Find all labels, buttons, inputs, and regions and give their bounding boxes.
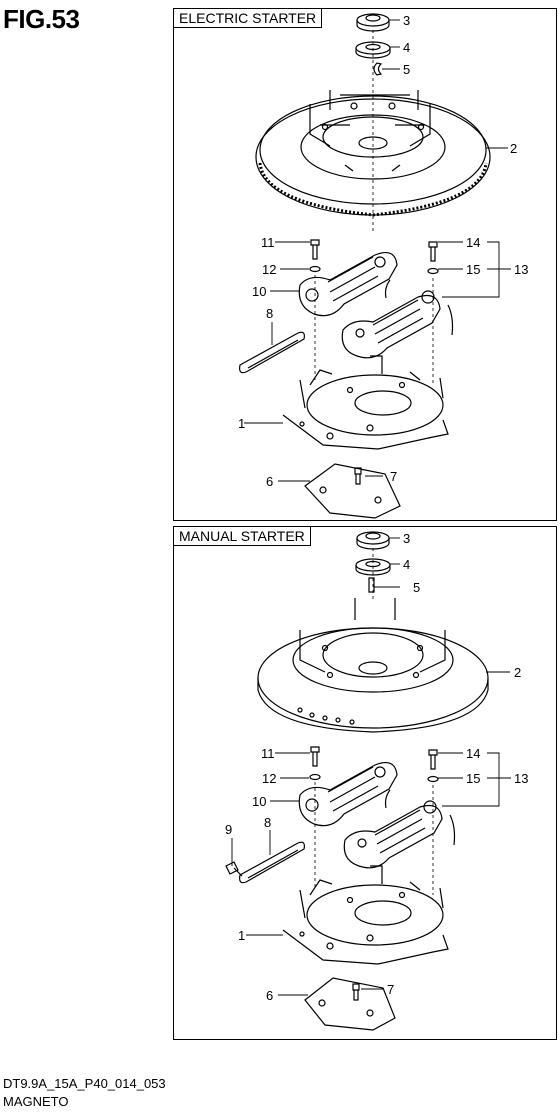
callout-3: 3	[403, 531, 410, 546]
callout-2: 2	[510, 141, 517, 156]
callout-12: 12	[262, 262, 276, 277]
gasket-part	[304, 977, 396, 1031]
callout-14: 14	[466, 746, 480, 761]
callout-9: 9	[225, 822, 232, 837]
coil-part	[298, 252, 398, 317]
callout-11: 11	[261, 235, 275, 250]
callout-1: 1	[238, 928, 245, 943]
callout-5: 5	[403, 62, 410, 77]
nut-part	[356, 531, 390, 550]
callout-7: 7	[390, 469, 397, 484]
manual-starter-label: MANUAL STARTER	[173, 526, 311, 546]
callout-10: 10	[252, 284, 266, 299]
nut-part	[356, 13, 390, 32]
callout-3: 3	[403, 13, 410, 28]
callout-4: 4	[403, 557, 410, 572]
key-part	[368, 577, 375, 593]
callout-11: 11	[261, 746, 275, 761]
footer-code: DT9.9A_15A_P40_014_053	[3, 1076, 166, 1091]
screw-part	[309, 746, 439, 783]
stator-base-part	[282, 355, 449, 450]
callouts-electric: 3 4 5 2 11 14 12 15 13 108 1 7 6	[238, 13, 528, 489]
callout-15: 15	[466, 771, 480, 786]
callout-7: 7	[387, 982, 394, 997]
callout-4: 4	[403, 40, 410, 55]
callout-1: 1	[238, 416, 245, 431]
coil-part	[341, 290, 454, 359]
callout-12: 12	[262, 771, 276, 786]
coil-part	[298, 762, 398, 827]
callout-13: 13	[514, 262, 528, 277]
plate-part	[239, 331, 305, 374]
callout-8: 8	[266, 306, 273, 321]
stator-base-part	[282, 865, 449, 965]
footer-name: MAGNETO	[3, 1094, 69, 1109]
callout-14: 14	[466, 235, 480, 250]
plate-part	[239, 841, 305, 884]
electric-starter-label: ELECTRIC STARTER	[173, 8, 323, 28]
bolt-part	[225, 861, 243, 877]
callout-10: 10	[252, 794, 266, 809]
callout-15: 15	[466, 262, 480, 277]
screw-part	[309, 239, 439, 275]
callout-8: 8	[264, 815, 271, 830]
callout-2: 2	[514, 665, 521, 680]
key-part	[373, 62, 383, 76]
callout-13: 13	[514, 771, 528, 786]
callout-6: 6	[266, 988, 273, 1003]
coil-part	[343, 800, 456, 869]
callout-6: 6	[266, 474, 273, 489]
callouts-manual: 3 45 2 11 14 12 15 13 10 9 8 1 6 7	[225, 531, 528, 1003]
manual-starter-panel	[173, 526, 557, 1040]
electric-starter-panel	[173, 8, 557, 521]
callout-5: 5	[413, 580, 420, 595]
washer-part	[355, 558, 391, 576]
figure-title: FIG.53	[3, 4, 80, 34]
gasket-part	[304, 463, 401, 519]
flywheel-part	[257, 598, 489, 733]
